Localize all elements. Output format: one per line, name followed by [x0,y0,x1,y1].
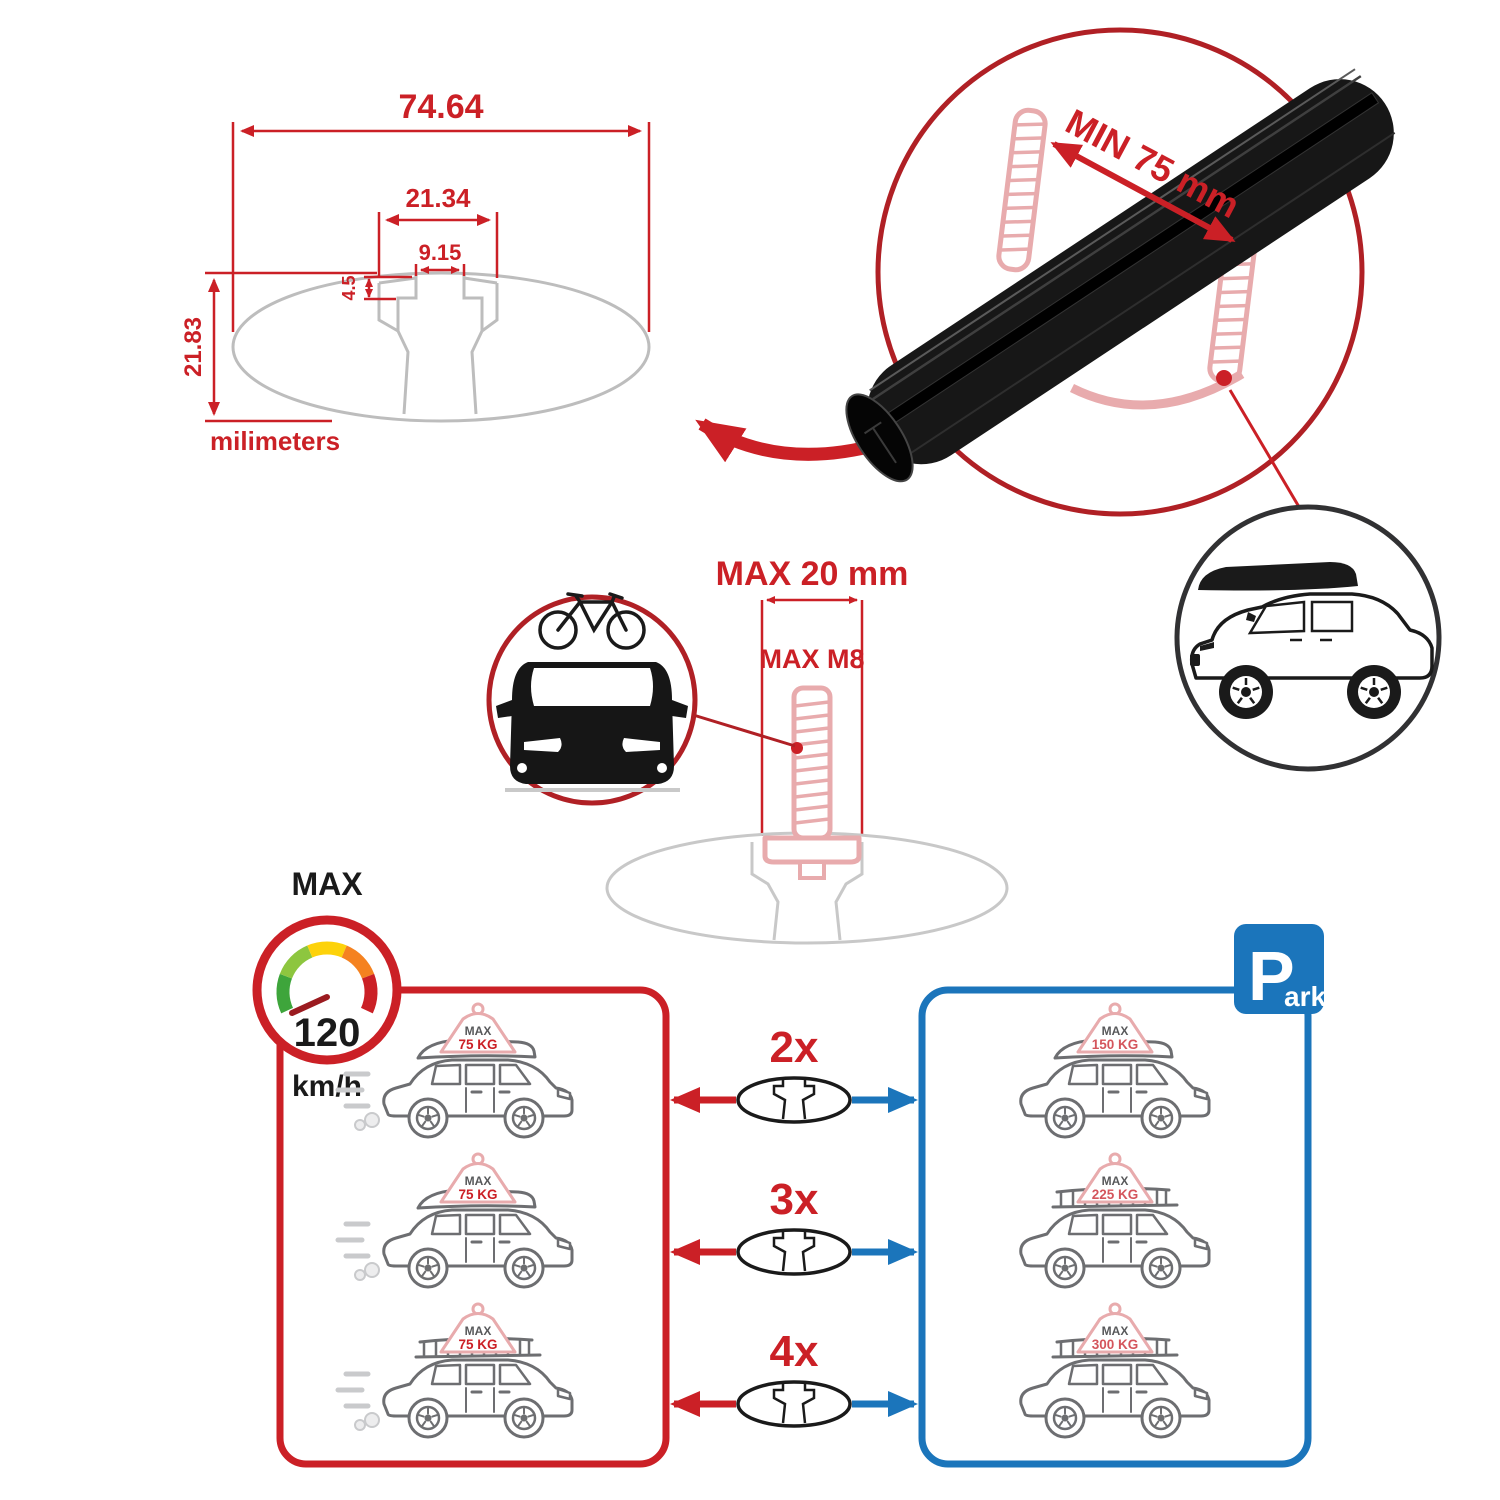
dim-slot-depth: 4.5 [339,275,359,300]
parked-car-1: MAX 150 KG [1021,1002,1209,1137]
badge-load: 75 KG [458,1337,497,1352]
driving-zone-box [276,986,670,1468]
badge-load: 150 KG [1092,1037,1139,1052]
suv-windows [1247,600,1354,635]
suv-mirror [1246,612,1256,622]
t-bolt [762,685,862,880]
crossbar-detail-callout: MIN 75 mm [845,27,1396,517]
speed-value: 120 [294,1011,361,1055]
max-thread-label: MAX M8 [759,644,864,674]
park-sign-plate [1234,924,1324,1014]
parked-car-2: MAX 225 KG [1021,1152,1209,1287]
pointer-arrow [695,418,882,463]
badge-max: MAX [465,1324,492,1338]
clamp-post-left [997,109,1046,271]
bar-count-row-3: 4x [670,1327,918,1428]
load-badge: MAX 300 KG [1076,1302,1154,1354]
load-badge: MAX 75 KG [439,1002,517,1054]
dim-channel-outer-width: 21.34 [405,183,471,213]
load-badge: MAX 75 KG [439,1302,517,1354]
speed-max-label: MAX [291,866,363,902]
min-span-arrow [1050,141,1236,243]
speed-limit-badge: MAX 120 km/h [252,866,402,1103]
dim-slot-width: 9.15 [419,240,462,265]
dimension-lines [205,122,651,423]
bolt-dimension-lines [760,596,864,836]
load-badge: MAX 150 KG [1076,1002,1154,1054]
suv-roofbox-icon [1198,562,1358,591]
bar-count-row-2: 3x [670,1175,918,1276]
dim-total-width: 74.64 [398,88,483,126]
suv-callout [1174,504,1442,772]
callout-circle [875,27,1365,517]
driving-car-3: MAX 75 KG [338,1302,572,1437]
callout-connector [1228,389,1304,513]
driving-car-1: MAX 75 KG [338,1002,572,1137]
parked-car-3: MAX 300 KG [1021,1302,1209,1437]
badge-load: 75 KG [458,1187,497,1202]
dim-units-label: milimeters [210,426,340,456]
profile-outline [231,271,651,423]
load-badge: MAX 225 KG [1076,1152,1154,1204]
badge-load: 300 KG [1092,1337,1139,1352]
badge-max: MAX [1102,1324,1129,1338]
badge-load: 75 KG [458,1037,497,1052]
bar-count-label: 2x [770,1023,819,1072]
park-letter: P [1248,937,1295,1015]
profile-dimension-drawing: 74.64 21.34 9.15 4.5 21.83 milimeters [180,88,651,456]
park-rest: ark [1284,981,1326,1012]
suv-grille [1190,654,1200,666]
speedometer-needle [289,994,330,1016]
crossbar-3d [845,68,1396,483]
speedometer-icon [252,915,402,1065]
bolt-callout: MAX 20 mm MAX M8 [605,555,1009,945]
max-head-width-label: MAX 20 mm [716,555,909,593]
badge-max: MAX [1102,1024,1129,1038]
clamp-point-dot [1216,370,1232,386]
speedometer-gauge [276,941,378,1014]
bar-count-label: 3x [770,1175,819,1224]
clamp-strap [1069,370,1245,410]
bike-car-callout [486,592,796,806]
bike-icon [538,592,646,650]
bar-count-label: 4x [770,1327,819,1376]
suv-headlight [1200,642,1214,651]
badge-max: MAX [1102,1174,1129,1188]
badge-max: MAX [465,1174,492,1188]
load-badge: MAX 75 KG [439,1152,517,1204]
bar-count-row-1: 2x [670,1023,918,1124]
driving-car-2: MAX 75 KG [338,1152,572,1287]
bike-callout-connector [689,712,796,748]
park-sign: P ark [1234,924,1326,1015]
parking-zone-box [918,986,1312,1468]
car-front-icon [496,662,688,784]
badge-load: 225 KG [1092,1187,1139,1202]
badge-max: MAX [465,1024,492,1038]
dim-total-height: 21.83 [180,317,207,377]
